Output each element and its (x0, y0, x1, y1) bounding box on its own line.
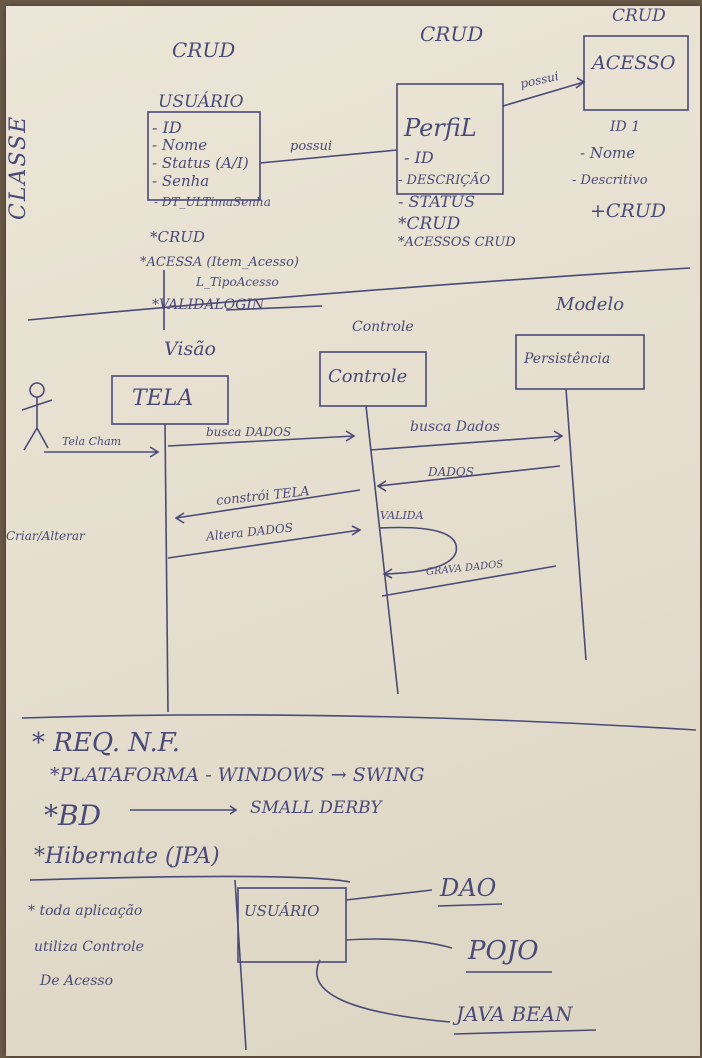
acesso-attr-nome: - Nome (580, 144, 636, 162)
usuario-small-box (237, 887, 347, 963)
perfil-op-acessos: *ACESSOS CRUD (398, 235, 516, 250)
perfil-stereotype: CRUD (420, 22, 484, 46)
layer-label-visao: Visão (164, 338, 216, 360)
left-label-criar-alterar: Criar/Alterar (6, 529, 85, 543)
usuario-small-box-label: USUÁRIO (244, 902, 320, 920)
usuario-op-validalogin: *VALIDALOGIN (152, 297, 265, 313)
note-small-derby: SMALL DERBY (250, 798, 382, 818)
message-busca-dados-1: busca DADOS (206, 425, 292, 439)
side-label-classe: CLASSE (6, 114, 31, 220)
acesso-stereotype: CRUD (612, 6, 666, 26)
tela-box-label: TELA (132, 386, 194, 411)
footnote-line-2: utiliza Controle (34, 939, 144, 955)
actor-body (21, 397, 53, 451)
acesso-class-box (583, 35, 689, 111)
usuario-class-name: USUÁRIO (158, 92, 244, 112)
layer-label-modelo: Modelo (556, 294, 625, 315)
usuario-class-box (147, 111, 261, 201)
usuario-attr-senha: - Senha (152, 172, 210, 190)
usuario-op-tipoacesso: L_TipoAcesso (196, 275, 279, 289)
section-divider-1 (27, 267, 691, 321)
message-valida: VALIDA (380, 509, 424, 522)
note-hibernate: *Hibernate (JPA) (34, 844, 220, 869)
perfil-acesso-link (502, 81, 585, 107)
perfil-class-name: PerfiL (404, 114, 477, 142)
usuario-attr-id: - ID (152, 118, 182, 137)
controle-box (319, 351, 427, 407)
notes-heading: * REQ. N.F. (32, 728, 180, 758)
bottom-vertical (234, 879, 247, 1051)
target-java-bean: JAVA BEAN (456, 1002, 573, 1026)
perfil-op-crud: *CRUD (398, 214, 461, 234)
section-divider-3 (29, 875, 351, 883)
usuario-perfil-link (259, 149, 398, 164)
message-dados: DADOS (428, 465, 474, 479)
message-tela-cham: Tela Cham (62, 435, 122, 448)
tela-lifeline (164, 423, 169, 713)
relation-possui-1: possui (290, 139, 333, 154)
target-dao: DAO (440, 874, 497, 902)
layer-label-controle: Controle (352, 319, 414, 335)
controle-lifeline (365, 405, 399, 695)
usuario-attr-status: - Status (A/I) (152, 154, 249, 172)
persistencia-box-label: Persistência (524, 351, 611, 367)
note-bd: *BD (44, 799, 102, 832)
usuario-op-crud: *CRUD (150, 228, 205, 246)
perfil-attr-status: - STATUS (398, 192, 476, 211)
usuario-attr-nome: - Nome (152, 136, 208, 154)
perfil-class-box (396, 83, 504, 195)
actor-head (29, 382, 45, 398)
persistencia-lifeline (565, 388, 587, 661)
persistencia-box (515, 334, 645, 390)
usuario-attr-dt: - DT_ULTimaSenha (154, 195, 271, 209)
usuario-stereotype: CRUD (172, 38, 236, 62)
section-divider-2 (21, 714, 697, 731)
footnote-line-1: * toda aplicação (28, 903, 143, 919)
acesso-class-name: ACESSO (592, 52, 676, 74)
tela-box (111, 375, 229, 425)
acesso-attr-id: ID 1 (610, 119, 641, 135)
controle-box-label: Controle (328, 366, 408, 387)
perfil-attr-descricao: - DESCRIÇÃO (398, 173, 491, 188)
target-pojo: POJO (468, 936, 539, 966)
usuario-op-acessa: *ACESSA (Item_Acesso) (140, 255, 299, 270)
note-plataforma: *PLATAFORMA - WINDOWS → SWING (50, 764, 425, 786)
message-busca-dados-2: busca Dados (410, 419, 500, 435)
acesso-attr-descritivo: - Descritivo (572, 173, 648, 188)
perfil-attr-id: - ID (404, 148, 434, 167)
footnote-line-3: De Acesso (40, 973, 113, 989)
acesso-op-crud: +CRUD (590, 200, 667, 222)
